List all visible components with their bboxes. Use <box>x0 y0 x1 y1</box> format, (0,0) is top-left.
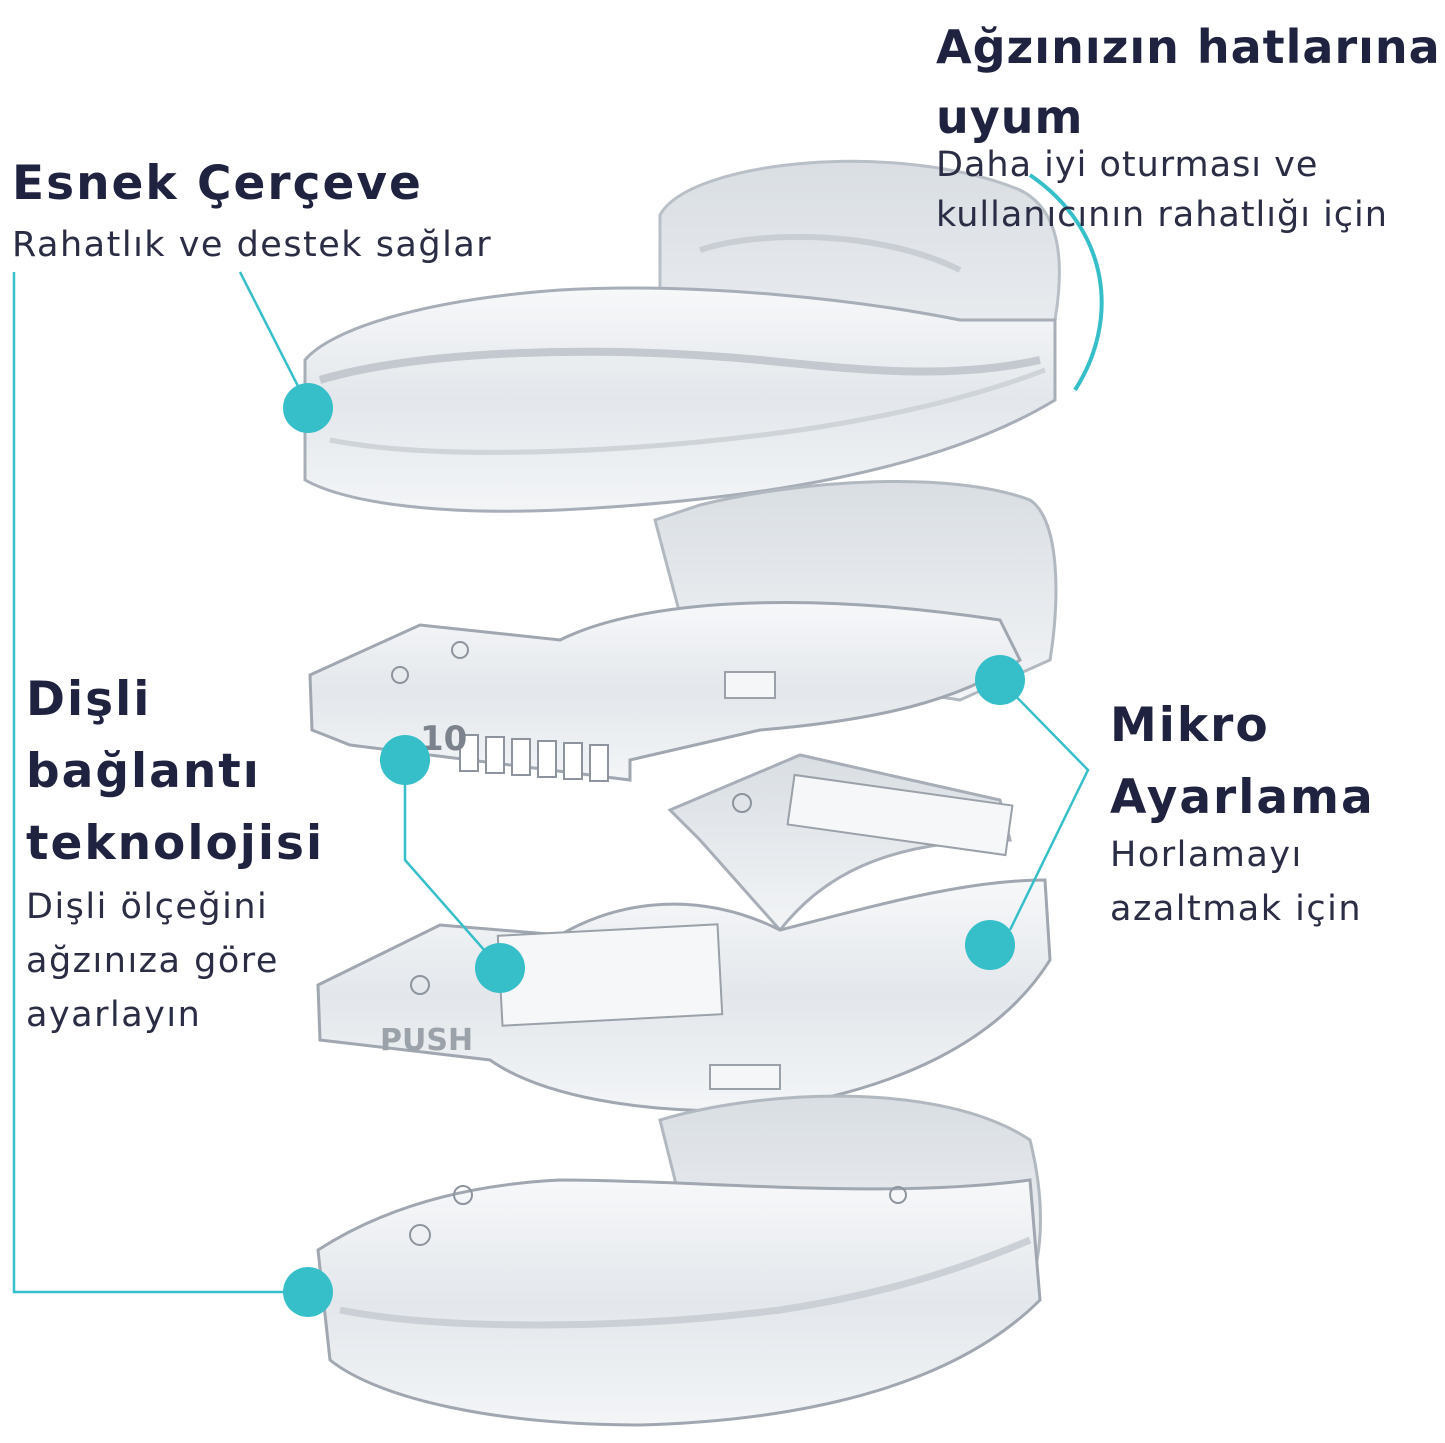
micro-adjustment-title: Mikro Ayarlama <box>1110 698 1375 825</box>
contour-arc-top-right <box>1028 173 1104 392</box>
leader-mid-right <box>999 679 1090 931</box>
gear-connection-title: Dişli bağlantı teknolojisi <box>26 672 325 871</box>
flexible-frame-subtitle: Rahatlık ve destek sağlar <box>12 225 493 265</box>
gear-teeth <box>459 734 609 782</box>
mouth-contour-subtitle: Daha iyi oturması ve kullanıcının rahatl… <box>936 145 1388 235</box>
leader-frame-bracket <box>12 272 305 1294</box>
gear-connection-subtitle: Dişli ölçeğini ağzınıza göre ayarlayın <box>26 887 279 1035</box>
marker-gear-teeth <box>380 735 430 785</box>
marker-flexible-frame-bottom <box>283 1267 333 1317</box>
marker-micro-lower <box>965 920 1015 970</box>
leader-top-left <box>238 271 307 401</box>
flexible-frame-title: Esnek Çerçeve <box>12 156 423 211</box>
marker-gear-plate <box>475 943 525 993</box>
bottom-tray <box>316 1094 1042 1427</box>
upper-gear-plate: 10 <box>308 480 1058 782</box>
marker-flexible-frame-top <box>283 383 333 433</box>
micro-adjustment-subtitle: Horlamayı azaltmak için <box>1110 835 1363 929</box>
marker-micro-upper <box>975 655 1025 705</box>
callout-markers <box>283 383 1025 1317</box>
leader-mid-left <box>403 760 501 969</box>
lower-gear-plate: PUSH <box>316 753 1052 1113</box>
mouth-contour-title: Ağzınızın hatlarına uyum <box>936 20 1441 144</box>
push-marking: PUSH <box>380 1023 473 1058</box>
top-tray <box>303 159 1061 513</box>
leader-lines <box>12 173 1104 1294</box>
